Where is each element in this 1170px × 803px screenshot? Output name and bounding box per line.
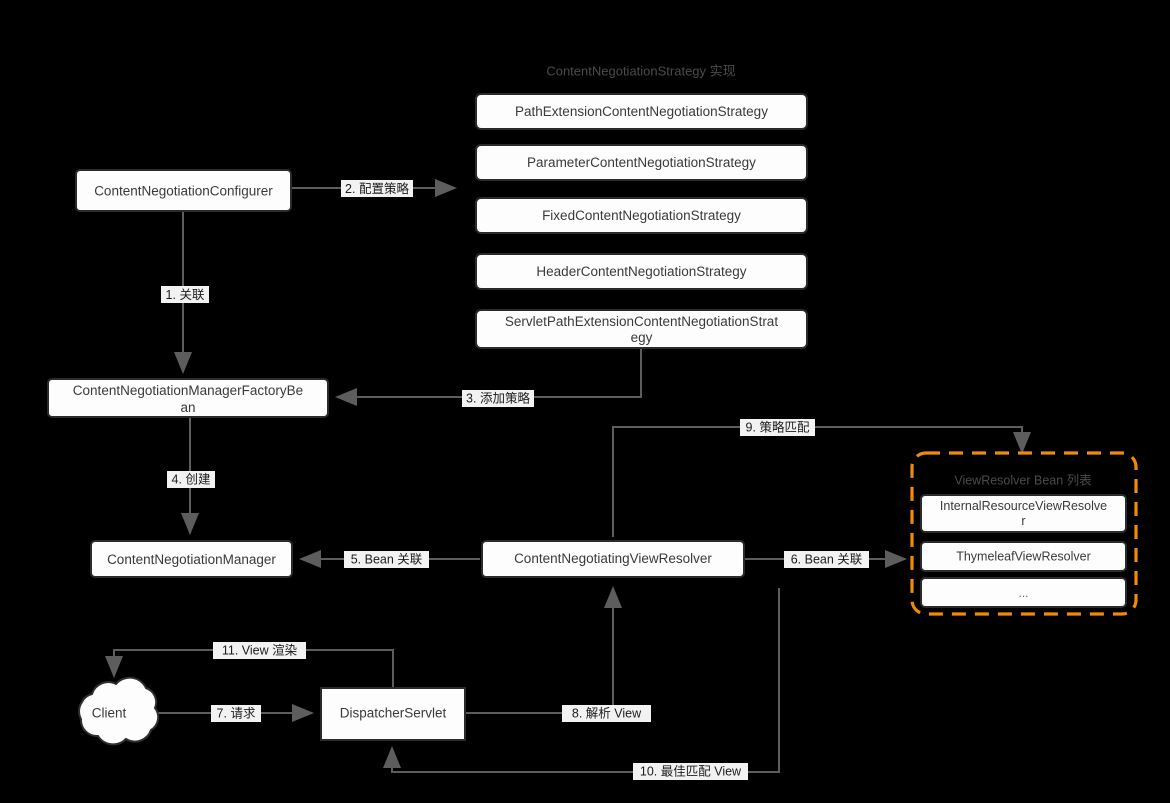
strategy-item-1[interactable]: ParameterContentNegotiationStrategy — [475, 144, 808, 181]
edge-label-11: 11. View 渲染 — [213, 642, 306, 659]
edge-label-7-text: 7. 请求 — [217, 706, 256, 720]
strategy-item-label: FixedContentNegotiationStrategy — [542, 208, 741, 223]
edge-label-2: 2. 配置策略 — [341, 180, 413, 197]
edge-label-2-text: 2. 配置策略 — [345, 181, 409, 196]
strategy-item-2[interactable]: FixedContentNegotiationStrategy — [475, 197, 808, 234]
node-negotiating-view-resolver[interactable]: ContentNegotiatingViewResolver — [481, 540, 745, 578]
strategy-item-3[interactable]: HeaderContentNegotiationStrategy — [475, 253, 808, 290]
edge-line-9 — [612, 426, 1031, 537]
edge-label-11-text: 11. View 渲染 — [222, 642, 298, 657]
edge-label-3: 3. 添加策略 — [462, 390, 534, 407]
viewresolver-group-container — [910, 451, 1138, 616]
edge-label-4: 4. 创建 — [167, 471, 215, 488]
edge-label-6: 6. Bean 关联 — [784, 551, 869, 568]
edge-label-10: 10. 最佳匹配 View — [633, 763, 748, 780]
strategy-item-label: PathExtensionContentNegotiationStrategy — [515, 104, 768, 119]
node-client[interactable]: Client — [78, 676, 160, 746]
edge-label-6-text: 6. Bean 关联 — [791, 552, 863, 566]
edge-label-1: 1. 关联 — [161, 286, 209, 303]
edge-label-5: 5. Bean 关联 — [344, 551, 429, 568]
strategy-item-label: HeaderContentNegotiationStrategy — [536, 264, 746, 279]
edge-label-8: 8. 解析 View — [562, 705, 651, 722]
edge-label-3-text: 3. 添加策略 — [466, 390, 530, 405]
edge-line-10 — [383, 588, 780, 773]
node-manager-label: ContentNegotiationManager — [107, 552, 276, 567]
strategy-item-4[interactable]: ServletPathExtensionContentNegotiationSt… — [475, 309, 808, 349]
node-configurer[interactable]: ContentNegotiationConfigurer — [75, 169, 292, 212]
edge-line-3 — [335, 340, 642, 406]
viewresolver-item-1[interactable]: ThymeleafViewResolver — [920, 541, 1127, 572]
strategy-item-0[interactable]: PathExtensionContentNegotiationStrategy — [475, 93, 808, 130]
edge-line-8 — [465, 586, 622, 714]
node-dispatcher-servlet-label: DispatcherServlet — [340, 706, 447, 721]
edge-label-8-text: 8. 解析 View — [572, 706, 642, 720]
node-manager[interactable]: ContentNegotiationManager — [90, 540, 293, 578]
node-configurer-label-l1: ContentNegotiationConfigurer — [94, 184, 273, 199]
viewresolver-group-title: ViewResolver Bean 列表 — [954, 473, 1092, 487]
edge-label-7: 7. 请求 — [211, 705, 261, 722]
viewresolver-item-label: ... — [1018, 586, 1028, 600]
strategy-group-title: ContentNegotiationStrategy 实现 — [546, 63, 735, 78]
node-client-label: Client — [92, 706, 127, 721]
strategy-item-label-line1: ServletPathExtensionContentNegotiationSt… — [505, 314, 778, 345]
edge-label-9-text: 9. 策略匹配 — [746, 419, 810, 434]
edge-label-1-text: 1. 关联 — [166, 288, 205, 302]
strategy-item-label: ParameterContentNegotiationStrategy — [527, 155, 756, 170]
node-negotiating-view-resolver-label: ContentNegotiatingViewResolver — [514, 551, 712, 566]
edge-label-9: 9. 策略匹配 — [740, 419, 815, 436]
node-dispatcher-servlet[interactable]: DispatcherServlet — [320, 687, 466, 741]
edge-label-5-text: 5. Bean 关联 — [351, 552, 423, 566]
edge-label-10-text: 10. 最佳匹配 View — [640, 764, 742, 778]
viewresolver-item-2[interactable]: ... — [920, 577, 1127, 608]
edge-label-4-text: 4. 创建 — [172, 472, 211, 486]
viewresolver-item-label: ThymeleafViewResolver — [956, 549, 1091, 563]
